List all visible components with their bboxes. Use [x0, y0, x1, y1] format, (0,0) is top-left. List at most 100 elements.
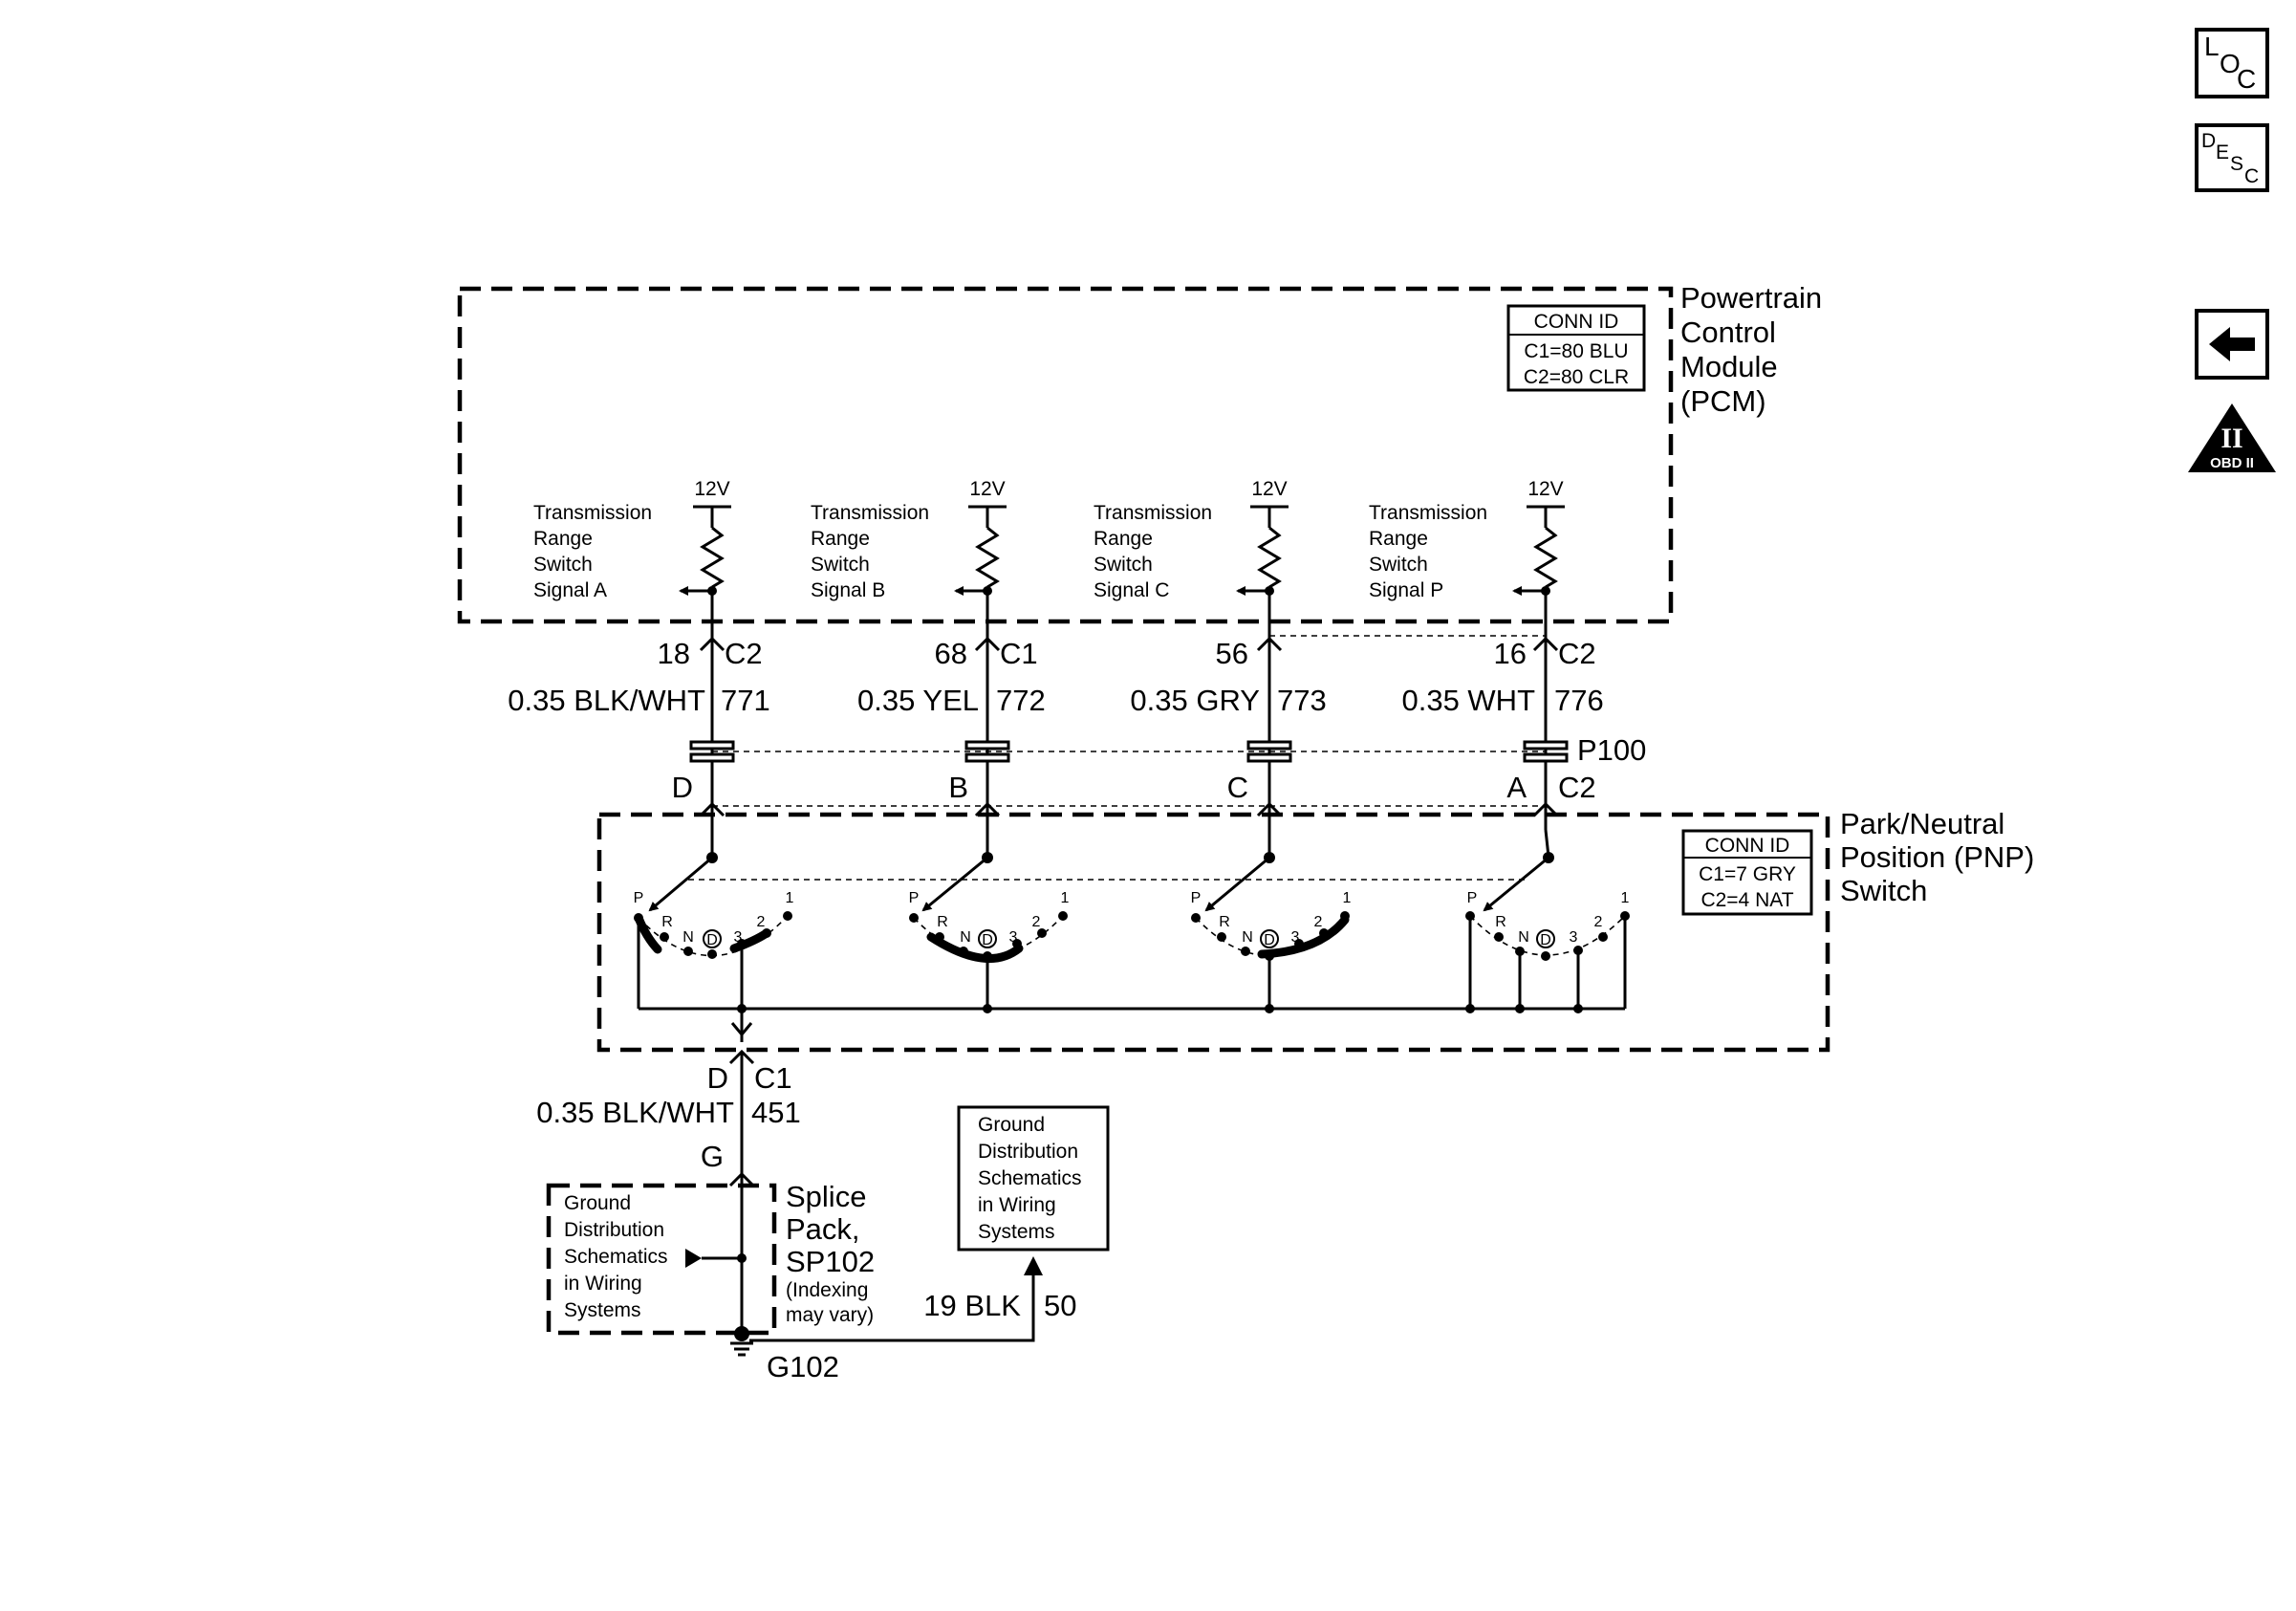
svg-text:56: 56: [1216, 637, 1248, 670]
svg-text:Pack,: Pack,: [786, 1212, 860, 1246]
svg-text:Signal A: Signal A: [533, 579, 607, 601]
svg-text:2: 2: [1314, 914, 1323, 930]
svg-text:Systems: Systems: [564, 1299, 641, 1321]
svg-text:Transmission: Transmission: [533, 502, 652, 524]
signal-label-c: Transmission Range Switch Signal C: [1094, 502, 1212, 601]
ground-ref-box-left: Ground Distribution Schematics in Wiring…: [564, 1192, 668, 1321]
svg-text:Range: Range: [1369, 528, 1428, 550]
svg-text:CONN ID: CONN ID: [1534, 311, 1619, 333]
svg-text:Switch: Switch: [533, 554, 593, 576]
svg-text:3: 3: [1291, 929, 1300, 946]
svg-text:18: 18: [658, 637, 690, 670]
svg-text:D: D: [2201, 130, 2216, 152]
svg-text:P: P: [1191, 890, 1202, 906]
svg-text:Transmission: Transmission: [1094, 502, 1212, 524]
svg-text:0.35 WHT: 0.35 WHT: [1401, 684, 1535, 717]
svg-text:R: R: [1495, 914, 1506, 930]
svg-text:Signal C: Signal C: [1094, 579, 1169, 601]
svg-text:O: O: [2220, 49, 2241, 78]
left-arrow-icon: [2209, 327, 2255, 361]
svg-text:R: R: [937, 914, 948, 930]
pnp-title: Park/Neutral Position (PNP) Switch: [1840, 807, 2034, 907]
svg-text:L: L: [2204, 32, 2220, 61]
obd-symbol: II: [2220, 423, 2242, 454]
ground-point: G102: [730, 1326, 839, 1383]
svg-text:Signal B: Signal B: [811, 579, 885, 601]
svg-text:in Wiring: in Wiring: [978, 1194, 1056, 1216]
svg-text:N: N: [1518, 929, 1529, 946]
svg-text:Range: Range: [533, 528, 593, 550]
svg-text:SP102: SP102: [786, 1245, 875, 1278]
svg-text:D: D: [982, 932, 993, 948]
pcm-title: Powertrain Control Module (PCM): [1680, 281, 1822, 418]
pnp-c2-label: C2: [1558, 771, 1596, 804]
svg-text:Switch: Switch: [1094, 554, 1153, 576]
svg-text:Switch: Switch: [1369, 554, 1428, 576]
svg-text:D: D: [707, 1061, 728, 1095]
svg-text:Position (PNP): Position (PNP): [1840, 840, 2034, 874]
desc-button[interactable]: D E S C: [2195, 123, 2269, 192]
obd-ii-button[interactable]: II OBD II: [2188, 403, 2276, 472]
svg-text:1: 1: [786, 890, 794, 906]
svg-text:C: C: [2237, 64, 2256, 94]
pnp-conn-id: CONN ID C1=7 GRY C2=4 NAT: [1681, 829, 1813, 916]
svg-text:2: 2: [1594, 914, 1603, 930]
pcm-conn-id: CONN ID C1=80 BLU C2=80 CLR: [1506, 304, 1646, 392]
svg-text:C2: C2: [1558, 637, 1596, 670]
svg-text:CONN ID: CONN ID: [1705, 835, 1790, 857]
svg-text:Ground: Ground: [978, 1114, 1045, 1136]
signal-label-p: Transmission Range Switch Signal P: [1369, 502, 1487, 601]
svg-text:0.35 GRY: 0.35 GRY: [1130, 684, 1260, 717]
svg-text:C1=80 BLU: C1=80 BLU: [1524, 340, 1628, 362]
svg-text:(PCM): (PCM): [1680, 384, 1766, 418]
svg-text:Range: Range: [811, 528, 870, 550]
svg-text:in Wiring: in Wiring: [564, 1273, 642, 1295]
svg-text:Ground: Ground: [564, 1192, 631, 1214]
ground-circuit: D C1 0.35 BLK/WHT 451 G Ground Distribut…: [536, 1049, 1110, 1383]
svg-text:Distribution: Distribution: [978, 1141, 1078, 1163]
svg-text:B: B: [948, 771, 968, 804]
svg-text:773: 773: [1277, 684, 1327, 717]
svg-text:3: 3: [734, 929, 743, 946]
pnp-switch: CONN ID C1=7 GRY C2=4 NAT Park/Neutral P…: [596, 807, 2034, 1053]
svg-text:2: 2: [1032, 914, 1041, 930]
back-button[interactable]: [2195, 309, 2269, 380]
svg-text:12V: 12V: [1251, 478, 1287, 500]
svg-text:D: D: [1540, 932, 1551, 948]
svg-text:P: P: [1467, 890, 1478, 906]
svg-text:N: N: [1242, 929, 1253, 946]
signal-column-c: Transmission Range Switch Signal C 12V 5…: [1094, 478, 1327, 912]
ground-ref-box-right: Ground Distribution Schematics in Wiring…: [957, 1105, 1110, 1252]
svg-text:3: 3: [1570, 929, 1578, 946]
svg-text:D: D: [1264, 932, 1275, 948]
splice-pack: Ground Distribution Schematics in Wiring…: [546, 1180, 875, 1336]
svg-text:C1: C1: [1000, 637, 1038, 670]
gear-switch-b: P R N D 3 2 1: [909, 890, 1070, 1013]
svg-text:Module: Module: [1680, 350, 1778, 383]
svg-text:0.35 BLK/WHT: 0.35 BLK/WHT: [508, 684, 705, 717]
gear-switch-c: P R N D 3 2 1: [1191, 890, 1352, 1013]
svg-text:Signal P: Signal P: [1369, 579, 1443, 601]
svg-text:Switch: Switch: [1840, 874, 1927, 907]
signal-label-a: Transmission Range Switch Signal A: [533, 502, 652, 601]
svg-text:Transmission: Transmission: [811, 502, 929, 524]
svg-text:Schematics: Schematics: [978, 1167, 1082, 1189]
svg-text:0.35 BLK/WHT: 0.35 BLK/WHT: [536, 1096, 734, 1129]
svg-text:19 BLK: 19 BLK: [923, 1289, 1021, 1322]
loc-button[interactable]: L O C: [2195, 28, 2269, 98]
signal-label-b: Transmission Range Switch Signal B: [811, 502, 929, 601]
svg-text:C1: C1: [754, 1061, 792, 1095]
svg-text:P: P: [909, 890, 920, 906]
svg-text:451: 451: [751, 1096, 801, 1129]
svg-text:12V: 12V: [694, 478, 729, 500]
svg-text:S: S: [2230, 153, 2243, 175]
svg-text:Control: Control: [1680, 316, 1776, 349]
svg-text:C: C: [2244, 165, 2259, 187]
splice-ref-arrow-icon: [685, 1249, 702, 1268]
svg-text:C2: C2: [725, 637, 763, 670]
svg-text:may vary): may vary): [786, 1304, 874, 1326]
svg-text:Switch: Switch: [811, 554, 870, 576]
svg-text:D: D: [672, 771, 693, 804]
svg-text:50: 50: [1044, 1289, 1076, 1322]
